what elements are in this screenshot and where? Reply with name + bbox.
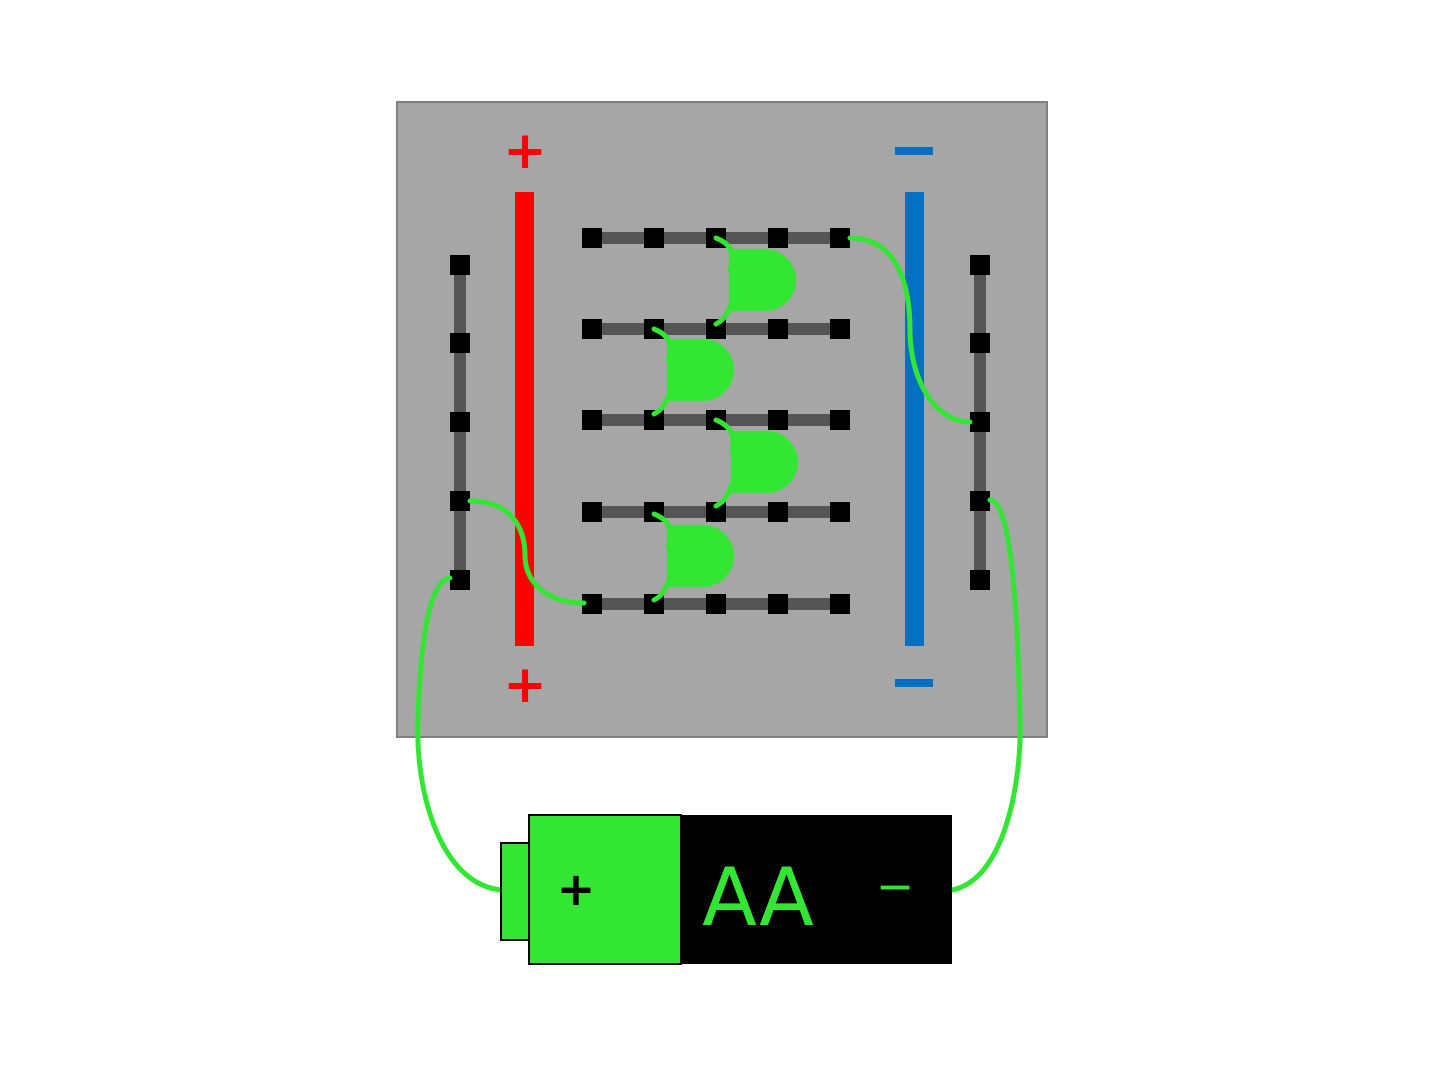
hole <box>768 502 788 522</box>
battery-type-label: AA <box>702 851 814 944</box>
hole <box>582 410 602 430</box>
hole <box>644 410 664 430</box>
hole <box>830 502 850 522</box>
led-1 <box>713 235 796 327</box>
wire-left-strip-to-row-5 <box>467 498 587 606</box>
hole <box>768 319 788 339</box>
hole <box>706 319 726 339</box>
led-3 <box>713 417 798 509</box>
hole <box>970 333 990 353</box>
hole <box>970 491 990 511</box>
led-2 <box>651 326 734 417</box>
wire-battery-positive-to-left-strip <box>415 575 505 893</box>
hole <box>830 319 850 339</box>
hole <box>768 410 788 430</box>
hole <box>450 333 470 353</box>
hole <box>706 502 726 522</box>
aa-battery: + AA − <box>500 814 952 965</box>
battery-positive-end <box>528 814 682 965</box>
hole <box>830 594 850 614</box>
positive-rail-bottom-sign: + <box>503 655 547 715</box>
hole <box>450 412 470 432</box>
positive-rail-top-sign: + <box>503 121 547 181</box>
negative-rail-bottom-sign <box>895 679 933 687</box>
hole <box>582 502 602 522</box>
battery-negative-sign: − <box>876 859 915 913</box>
hole <box>582 594 602 614</box>
hole <box>450 255 470 275</box>
battery-body <box>680 815 952 964</box>
wire-row-1-to-right-strip <box>847 235 973 425</box>
negative-rail-top-sign <box>895 147 933 155</box>
hole <box>582 319 602 339</box>
hole <box>830 228 850 248</box>
negative-rail <box>905 192 924 646</box>
hole <box>830 410 850 430</box>
hole <box>706 594 726 614</box>
battery-positive-nub <box>500 842 532 941</box>
left-side-strip <box>450 255 470 590</box>
hole <box>582 228 602 248</box>
led-4 <box>651 511 734 603</box>
right-side-strip <box>970 255 990 590</box>
hole <box>450 491 470 511</box>
hole <box>970 412 990 432</box>
hole <box>970 570 990 590</box>
hole <box>768 594 788 614</box>
hole <box>768 228 788 248</box>
wire-battery-negative-to-right-strip <box>949 497 1023 893</box>
hole <box>644 228 664 248</box>
hole <box>970 255 990 275</box>
hole <box>450 570 470 590</box>
battery-positive-sign: + <box>557 862 596 916</box>
